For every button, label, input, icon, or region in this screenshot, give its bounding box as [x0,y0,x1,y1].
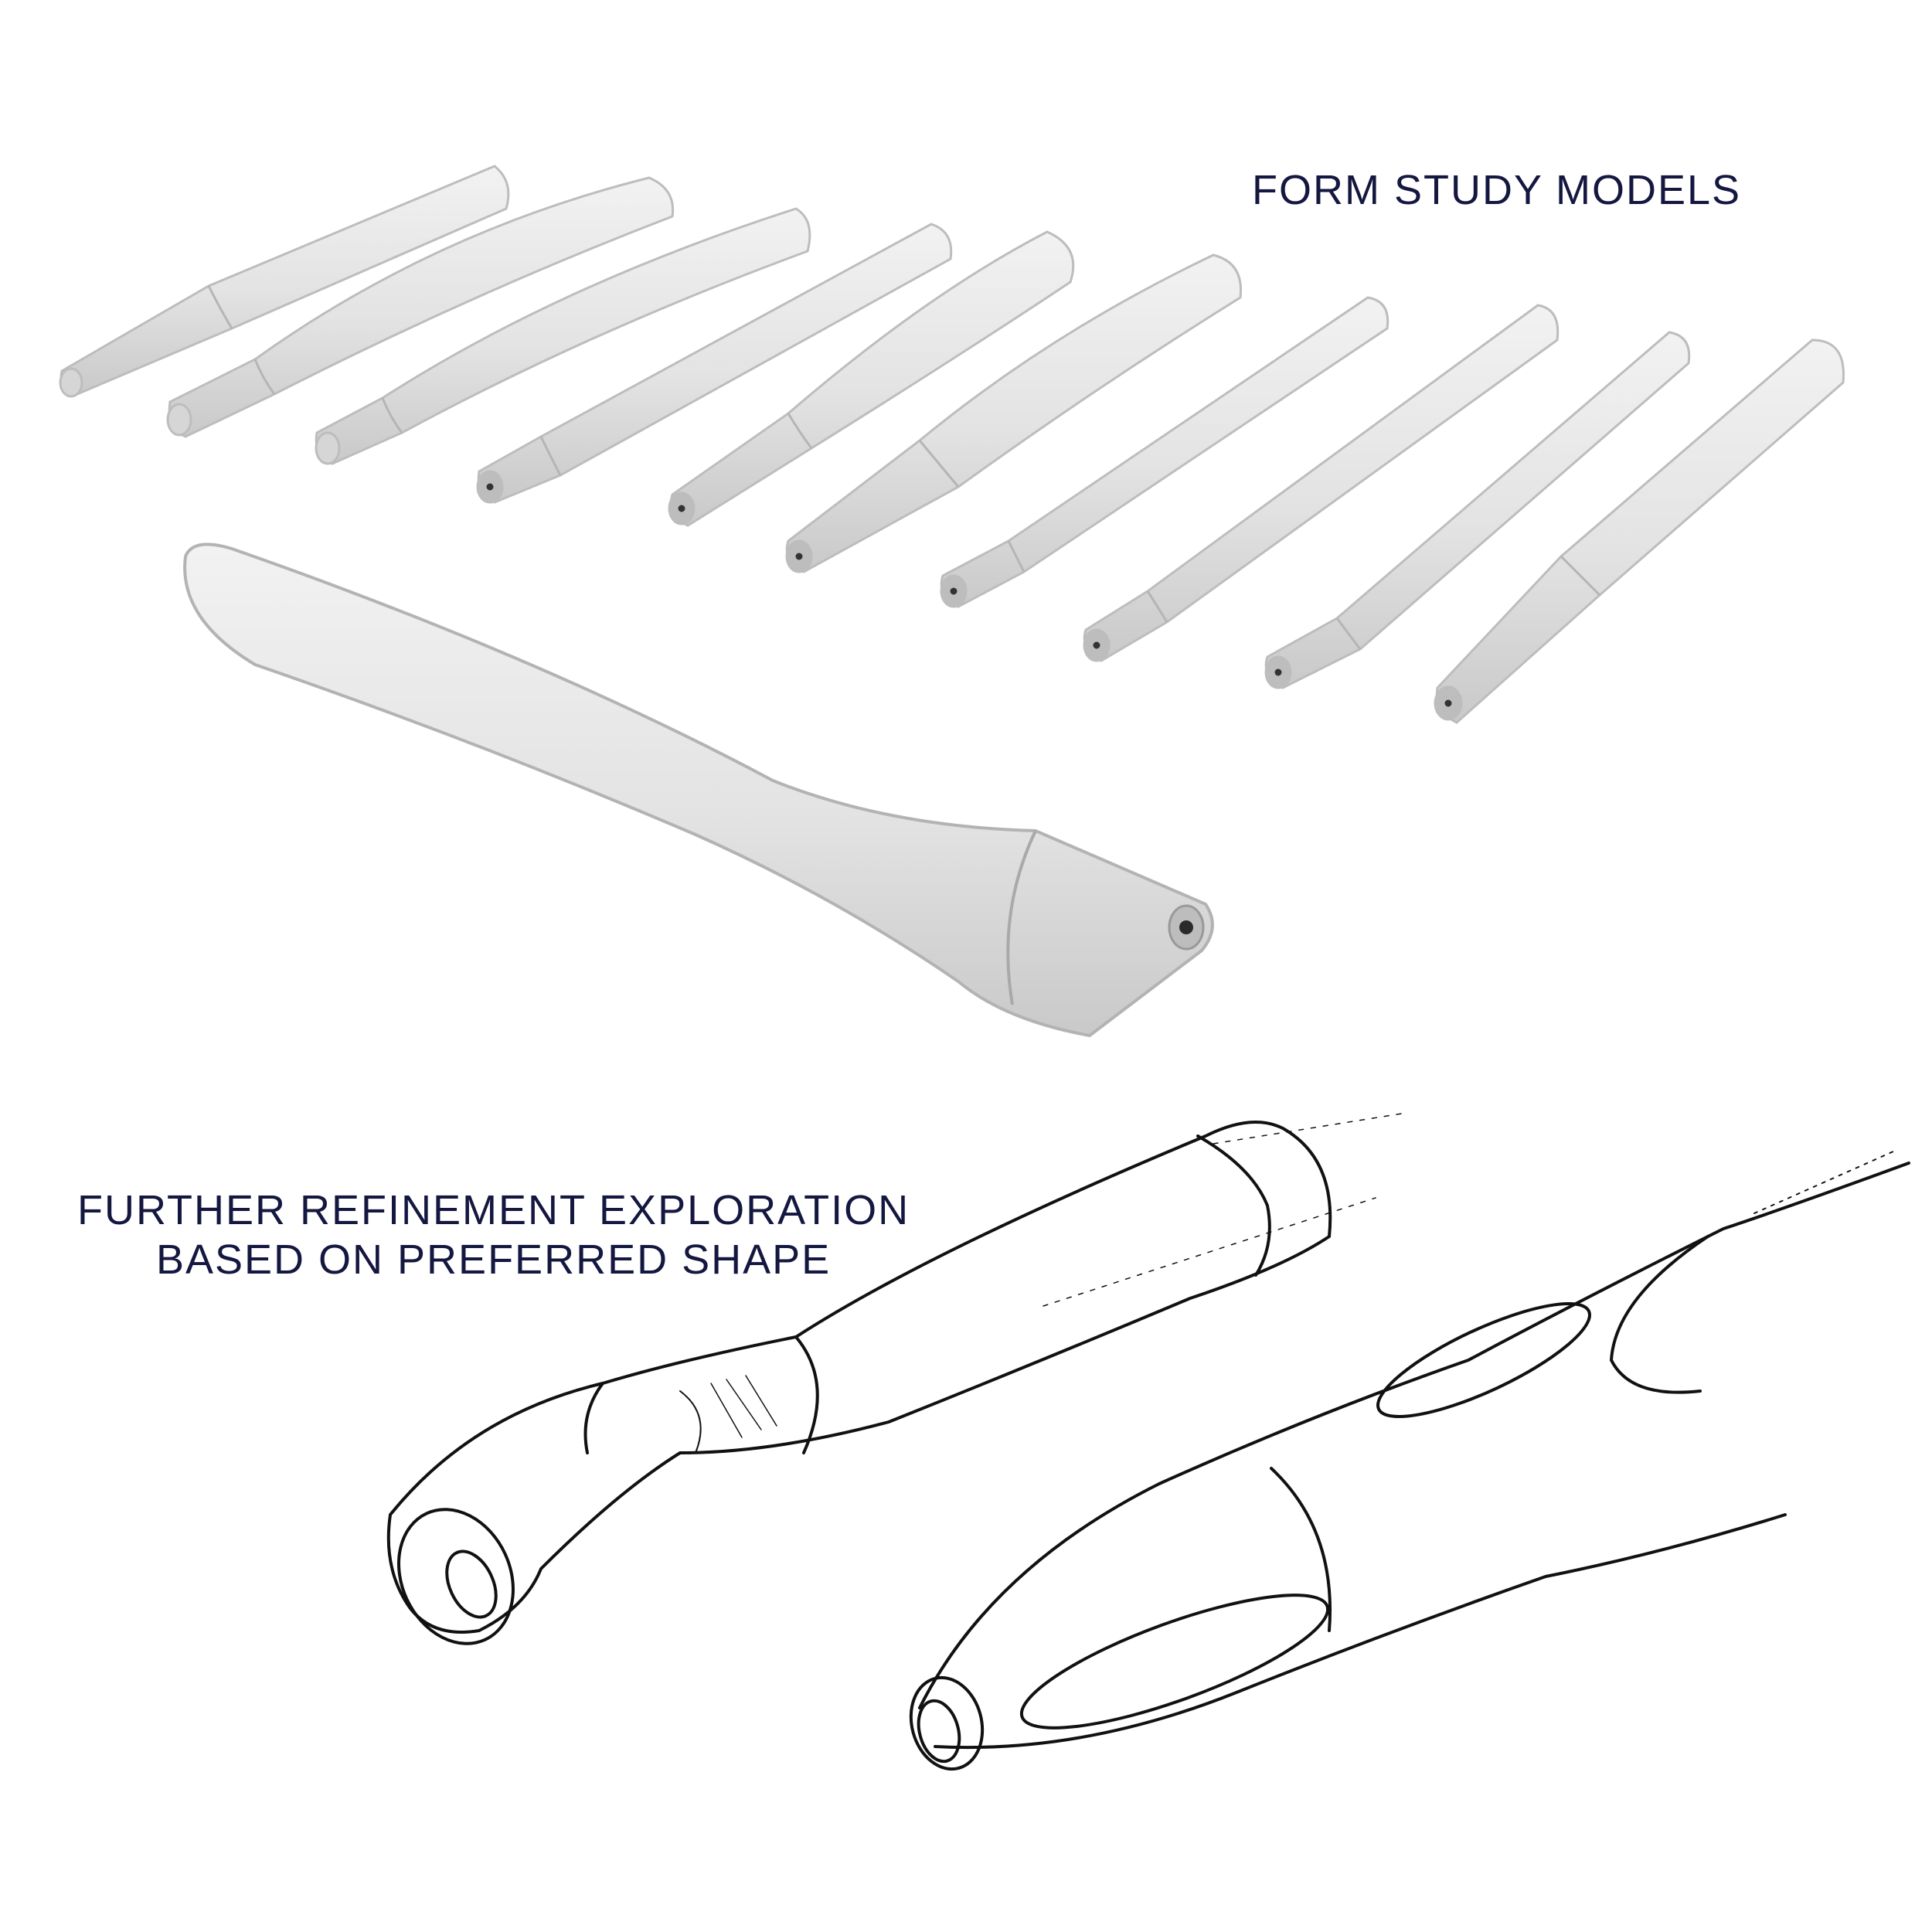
study-model-5 [668,230,1075,527]
handpiece-sketch-right [909,1151,1910,1771]
study-model-3 [315,207,811,465]
large-handpiece-model [183,543,1214,1038]
form-study-models-row [59,165,1845,724]
study-model-9 [1264,331,1691,689]
study-model-1 [59,165,510,398]
study-model-6 [785,253,1243,573]
handpiece-sketch-left [386,1112,1407,1645]
refinement-caption: FURTHER REFINEMENT EXPLORATION BASED ON … [77,1186,910,1284]
study-model-2 [166,176,675,438]
study-model-7 [940,296,1389,608]
study-model-4 [476,223,953,504]
refinement-caption-line-2: BASED ON PREFERRED SHAPE [155,1236,832,1283]
refinement-caption-line-1: FURTHER REFINEMENT EXPLORATION [77,1187,910,1233]
study-model-10 [1434,338,1845,724]
study-model-8 [1083,304,1560,662]
form-study-caption: FORM STUDY MODELS [1252,167,1742,213]
